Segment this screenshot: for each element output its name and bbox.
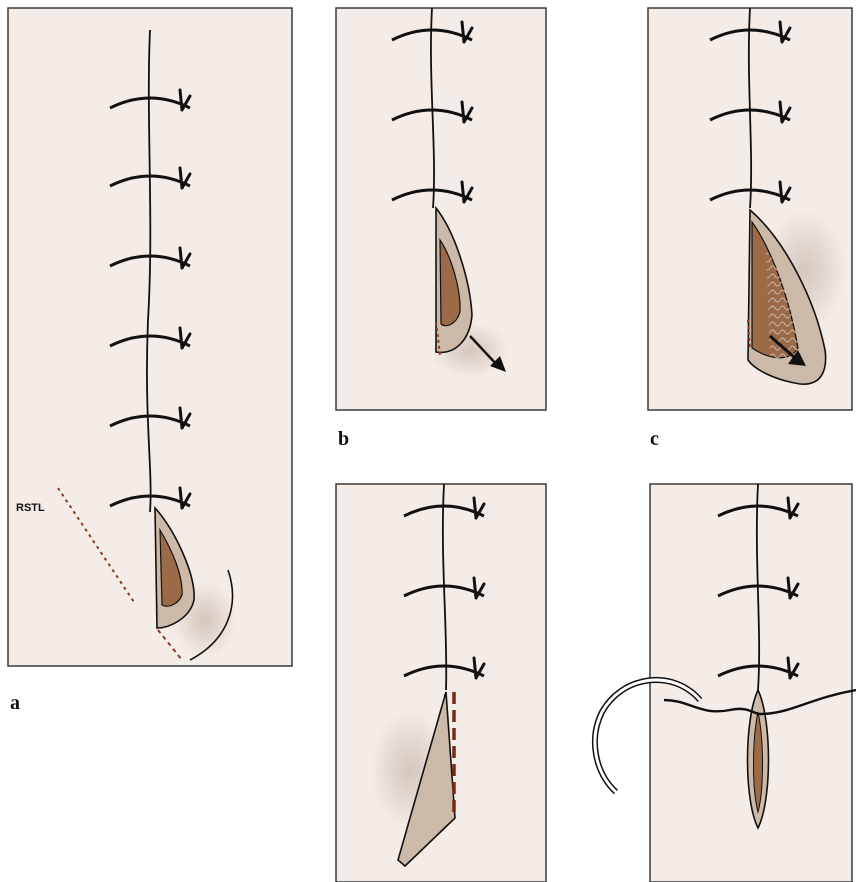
panel-d: [336, 484, 546, 882]
panel-a: [8, 8, 292, 666]
panel-label-c: c: [650, 428, 659, 451]
panel-b: [336, 8, 546, 410]
panel-c: [648, 8, 852, 410]
panel-label-a: a: [10, 692, 20, 715]
panel-label-b: b: [338, 428, 349, 451]
rstl-label: RSTL: [16, 502, 45, 514]
panel-e: [595, 484, 856, 882]
